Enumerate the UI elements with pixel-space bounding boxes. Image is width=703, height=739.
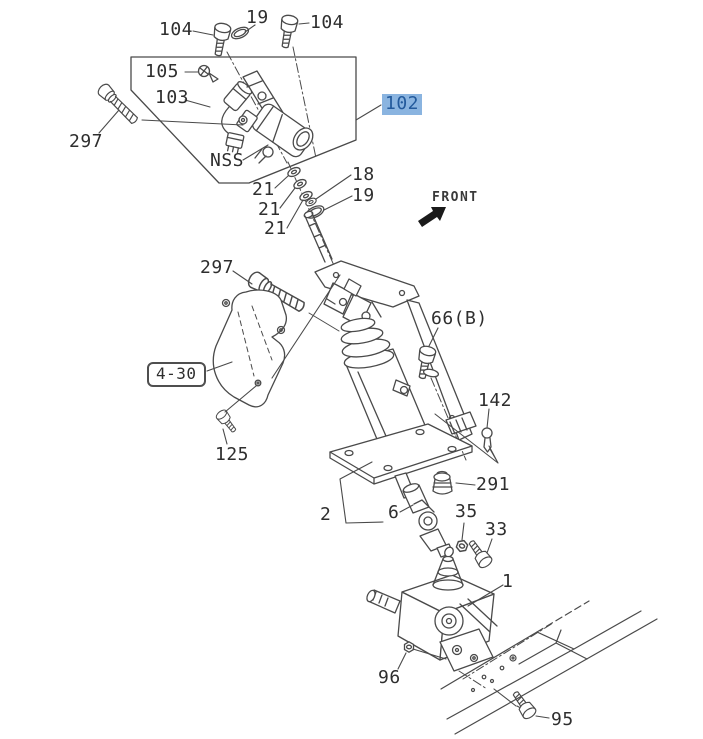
bolt-33-drawing [464, 536, 495, 571]
callout-35[interactable]: 35 [455, 501, 478, 522]
callout-1[interactable]: 1 [502, 571, 514, 592]
callout-19-mid[interactable]: 19 [352, 185, 375, 206]
callout-125[interactable]: 125 [215, 444, 250, 465]
callout-95[interactable]: 95 [551, 709, 574, 730]
bolt-125-drawing [214, 407, 240, 436]
callout-66b[interactable]: 66(B) [431, 308, 488, 329]
callout-4-30-boxed[interactable]: 4-30 [147, 362, 206, 387]
solenoid-103-drawing [221, 81, 253, 154]
bolt-104-right-drawing [276, 13, 300, 50]
callout-104-right[interactable]: 104 [310, 12, 345, 33]
callout-21-a[interactable]: 21 [252, 179, 275, 200]
callout-96[interactable]: 96 [378, 667, 401, 688]
bolt-297-left-drawing [95, 81, 141, 127]
callout-19-top[interactable]: 19 [246, 7, 269, 28]
callout-142[interactable]: 142 [478, 390, 513, 411]
callout-6[interactable]: 6 [388, 502, 400, 523]
callout-21-c[interactable]: 21 [264, 218, 287, 239]
callout-104-left[interactable]: 104 [159, 19, 194, 40]
front-arrow-icon [418, 207, 446, 227]
bolt-297-mid-drawing [245, 269, 340, 332]
callout-18[interactable]: 18 [352, 164, 375, 185]
nut-35-drawing [454, 538, 470, 554]
leader-lines [98, 22, 550, 719]
callout-21-b[interactable]: 21 [258, 199, 281, 220]
frame-rails-drawing [440, 600, 658, 735]
bolt-95-drawing [508, 687, 539, 722]
nut-96-drawing [403, 641, 415, 653]
valve-assembly-102-drawing [236, 70, 314, 164]
clip-291-drawing [432, 470, 453, 495]
callout-297-left[interactable]: 297 [69, 131, 104, 152]
shaft-6-drawing [394, 472, 454, 558]
screw-105-drawing [197, 64, 219, 83]
callout-103[interactable]: 103 [155, 87, 190, 108]
callout-102-highlighted[interactable]: 102 [382, 94, 423, 115]
front-label: FRONT [432, 190, 479, 205]
callout-33[interactable]: 33 [485, 519, 508, 540]
part-boundary-102 [130, 56, 382, 184]
bolt-66b-drawing [413, 344, 440, 381]
callout-105[interactable]: 105 [145, 61, 180, 82]
bracket-4-30-drawing [212, 289, 288, 408]
bolt-104-left-drawing [209, 21, 233, 58]
callout-2[interactable]: 2 [320, 504, 332, 525]
callout-291[interactable]: 291 [476, 474, 511, 495]
gearbox-1-drawing [366, 555, 498, 672]
callout-297-mid[interactable]: 297 [200, 257, 235, 278]
steering-column-drawing [303, 210, 477, 485]
nss-label: NSS [210, 150, 245, 171]
washer-21-drawings [285, 165, 315, 203]
